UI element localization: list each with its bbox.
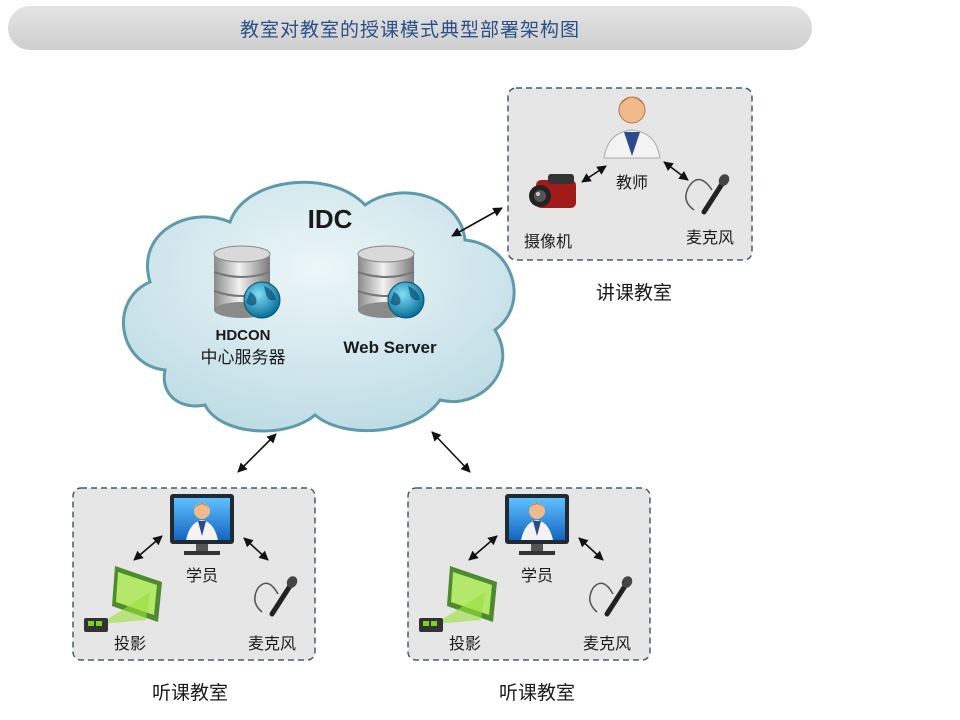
microphone-icon: [254, 576, 298, 617]
idc-cloud: [122, 180, 516, 433]
idc-label: IDC: [307, 204, 353, 234]
arrow-student-mic: [578, 537, 604, 561]
student-monitor-icon: [170, 494, 234, 555]
arrow-student-projector: [468, 535, 498, 561]
listen-room-2: [407, 487, 651, 661]
mic-label: 麦克风: [247, 634, 297, 653]
mic-label: 麦克风: [685, 228, 735, 247]
mic-label: 麦克风: [582, 634, 632, 653]
teacher-icon: [603, 96, 661, 159]
projector-icon: [419, 566, 497, 632]
arrow-teacher-camera: [581, 165, 607, 183]
projector-label: 投影: [448, 634, 482, 653]
arrow-idc-listen-room-1: [237, 433, 277, 473]
lecture-room-box: [507, 87, 753, 261]
microphone-icon: [685, 174, 730, 215]
web-server-label: Web Server: [343, 338, 437, 357]
arrow-student-projector: [133, 535, 163, 561]
arrow-teacher-mic: [663, 161, 689, 181]
web-server-icon: [357, 245, 425, 319]
hdcon-label: HDCON: [215, 327, 271, 344]
listen-room-label: 听课教室: [498, 682, 576, 704]
projector-icon: [84, 566, 162, 632]
arrow-idc-listen-room-2: [431, 431, 471, 473]
camera-label: 摄像机: [523, 232, 573, 251]
teacher-label: 教师: [615, 173, 649, 192]
hdcon-server-icon: [213, 245, 281, 319]
lecture-room-label: 讲课教室: [595, 282, 673, 304]
arrow-student-mic: [243, 537, 269, 561]
listen-room-1: [72, 487, 316, 661]
diagram-title: 教室对教室的授课模式典型部署架构图: [8, 6, 812, 50]
student-label: 学员: [520, 566, 554, 585]
projector-label: 投影: [113, 634, 147, 653]
hdcon-sublabel: 中心服务器: [200, 348, 286, 368]
arrow-idc-lecture-room: [451, 207, 503, 237]
listen-room-label: 听课教室: [151, 682, 229, 704]
student-monitor-icon: [505, 494, 569, 555]
camera-icon: [529, 174, 576, 208]
student-label: 学员: [185, 566, 219, 585]
microphone-icon: [589, 576, 633, 617]
